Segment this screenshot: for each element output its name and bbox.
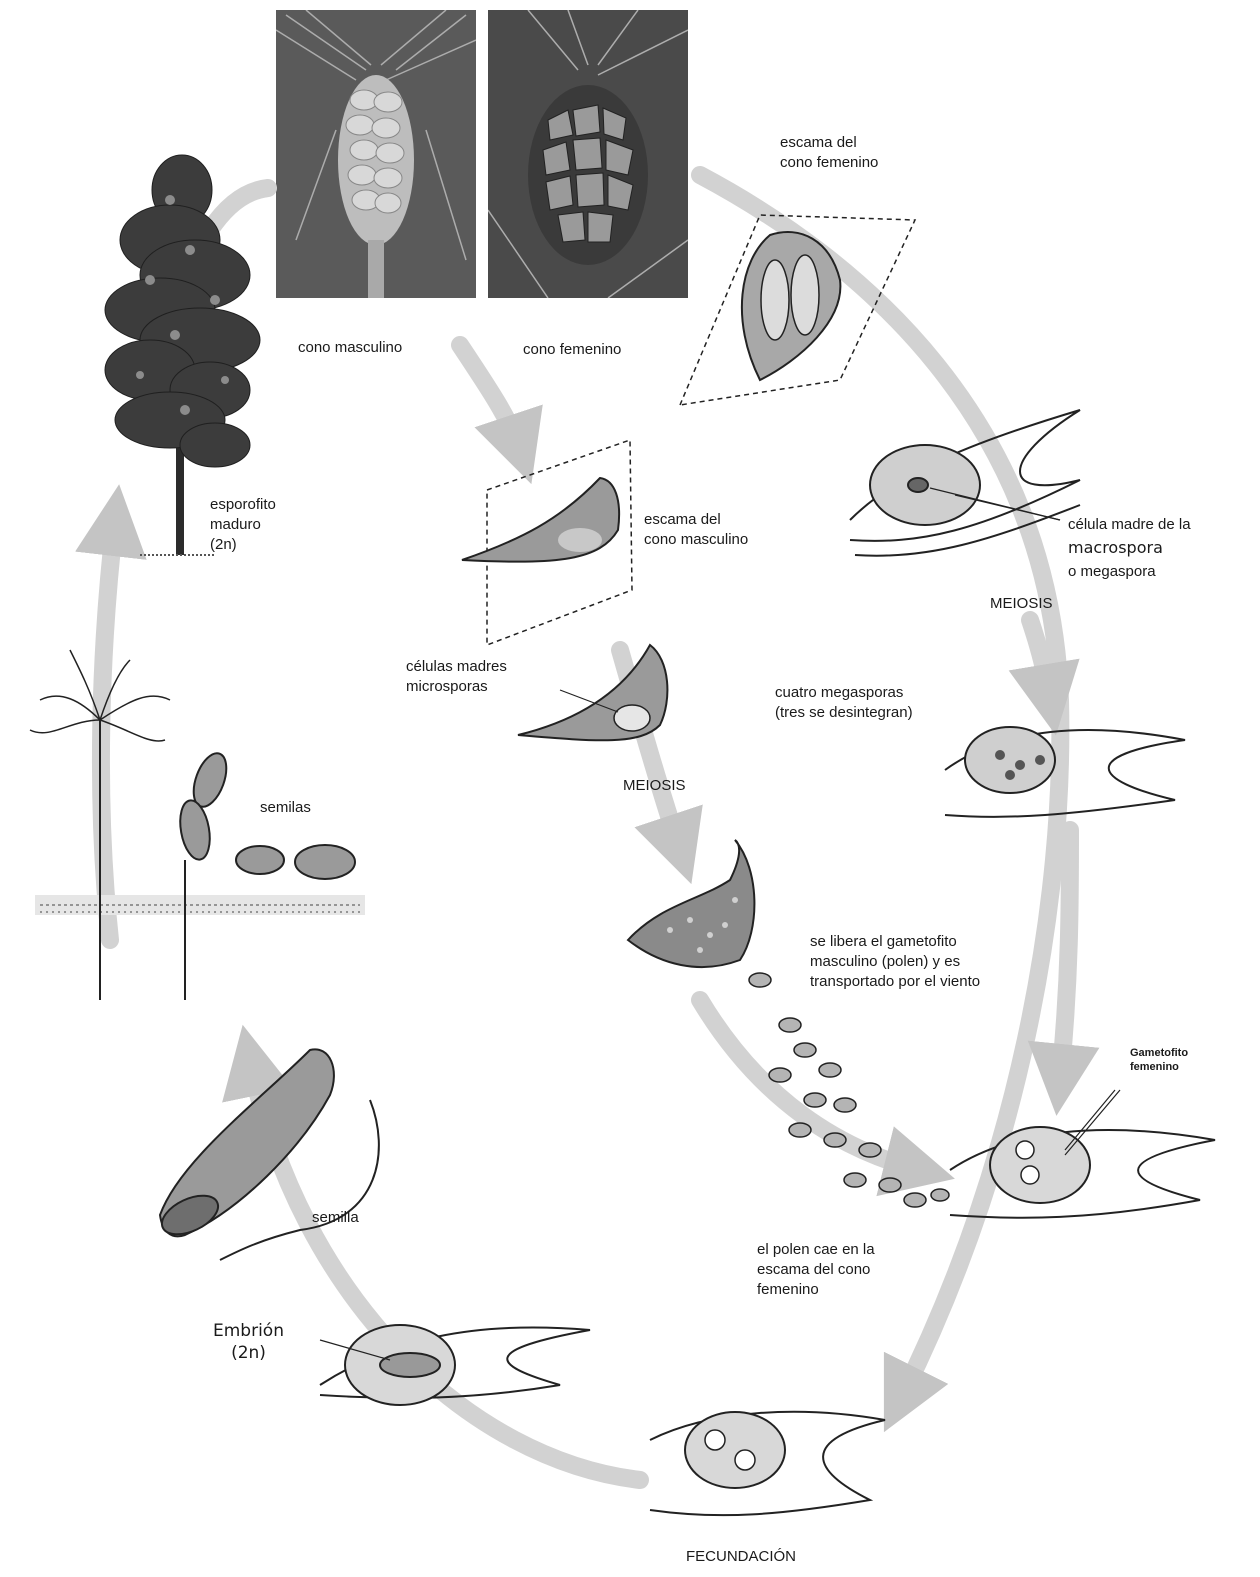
fertilization-ovule (650, 1412, 885, 1515)
label-celula-madre-line1: célula madre de la (1068, 515, 1191, 535)
label-escama-cono-femenino: escama del cono femenino (780, 133, 878, 173)
label-cuatro-megasporas: cuatro megasporas (tres se desintegran) (775, 683, 913, 723)
label-cono-femenino: cono femenino (523, 340, 621, 360)
label-gametofito-masculino: se libera el gametofito masculino (polen… (810, 932, 980, 991)
label-meiosis-right: MEIOSIS (990, 594, 1053, 614)
label-esporofito: esporofito maduro (2n) (210, 495, 276, 554)
label-escama-cono-masculino: escama del cono masculino (644, 510, 748, 550)
label-cono-masculino: cono masculino (298, 338, 402, 358)
label-semilla: semilla (312, 1208, 359, 1228)
pollen-releasing-scale (628, 840, 754, 967)
label-polen-cae: el polen cae en la escama del cono femen… (757, 1240, 875, 1299)
male-scale-illustration (462, 440, 632, 645)
cycle-arrows (101, 175, 1070, 1480)
megaspore-mother-cell-ovule (850, 410, 1080, 556)
label-celula-madre-line2: macrospora (1068, 537, 1163, 558)
label-embrion: Embrión (2n) (213, 1320, 284, 1365)
seedling-illustration (30, 650, 365, 1000)
microspore-mother-cell-scale (518, 645, 667, 740)
label-gametofito-femenino: Gametofito femenino (1130, 1046, 1188, 1075)
label-meiosis-left: MEIOSIS (623, 776, 686, 796)
label-celula-madre-line3: o megaspora (1068, 562, 1156, 582)
label-semillas: semilas (260, 798, 311, 818)
winged-seed-illustration (156, 1049, 379, 1260)
label-celulas-madres-microsporas: células madres microsporas (406, 657, 507, 697)
label-fecundacion: FECUNDACIÓN (686, 1547, 796, 1567)
